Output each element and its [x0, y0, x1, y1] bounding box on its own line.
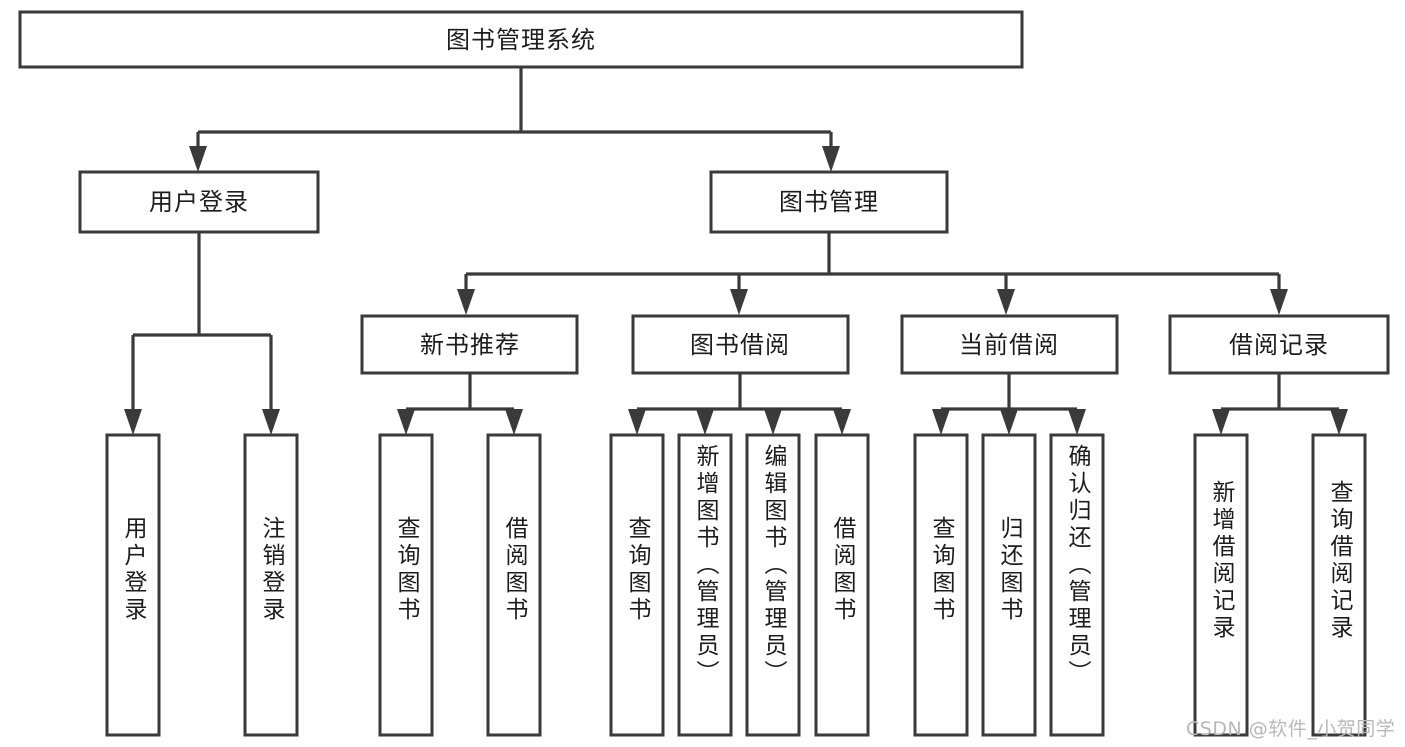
arrow-to-leaf-confirm-return — [1068, 409, 1086, 435]
arrow-to-leaf-borrow-book-b — [833, 409, 851, 435]
arrow-to-leaf-user-login — [124, 409, 142, 435]
node-book-management[interactable] — [709, 170, 949, 234]
node-root[interactable] — [18, 10, 1024, 69]
arrow-to-leaf-edit-book — [764, 409, 782, 435]
leaf-box-borrow-book-a[interactable] — [486, 433, 542, 737]
leaf-box-query-book-b[interactable] — [609, 433, 665, 737]
node-book-borrow-label: 图书借阅 — [690, 331, 790, 359]
leaf-box-add-record[interactable] — [1193, 433, 1249, 737]
arrow-to-new-book-recommend — [457, 289, 475, 315]
arrow-to-user-login — [189, 146, 207, 172]
node-new-book-recommend-label: 新书推荐 — [420, 331, 520, 359]
node-borrow-records-label: 借阅记录 — [1229, 331, 1329, 359]
arrow-to-leaf-query-book-b — [628, 409, 646, 435]
node-borrow-records[interactable] — [1168, 314, 1390, 375]
leaf-box-confirm-return[interactable] — [1049, 433, 1105, 737]
node-book-borrow[interactable] — [631, 314, 850, 375]
node-current-borrow[interactable] — [900, 314, 1119, 375]
leaf-box-borrow-book-b[interactable] — [814, 433, 870, 737]
arrow-to-leaf-logout — [262, 409, 280, 435]
node-book-management-label: 图书管理 — [779, 188, 879, 216]
leaf-box-query-book-a[interactable] — [378, 433, 434, 737]
arrow-to-leaf-add-record — [1212, 409, 1230, 435]
arrow-to-leaf-add-book — [696, 409, 714, 435]
arrow-to-leaf-query-book-a — [397, 409, 415, 435]
node-user-login-label: 用户登录 — [149, 188, 249, 216]
arrow-to-leaf-query-book-c — [932, 409, 950, 435]
arrow-to-book-mgmt — [822, 146, 840, 172]
leaf-box-query-book-c[interactable] — [913, 433, 969, 737]
arrow-to-book-borrow — [730, 289, 748, 315]
leaf-box-user-login[interactable] — [105, 433, 161, 737]
watermark-text: CSDN @软件_小贺同学 — [1186, 718, 1396, 740]
arrow-to-leaf-query-record — [1330, 409, 1348, 435]
leaf-box-query-record[interactable] — [1311, 433, 1367, 737]
leaf-box-edit-book[interactable] — [745, 433, 801, 737]
leaf-box-return-book[interactable] — [981, 433, 1037, 737]
arrow-to-leaf-return-book — [1000, 409, 1018, 435]
arrow-to-leaf-borrow-book-a — [505, 409, 523, 435]
leaf-box-add-book[interactable] — [677, 433, 733, 737]
node-current-borrow-label: 当前借阅 — [959, 331, 1059, 359]
arrow-to-current-borrow — [997, 289, 1015, 315]
node-new-book-recommend[interactable] — [360, 314, 579, 375]
node-root-label: 图书管理系统 — [446, 26, 596, 54]
leaf-box-logout[interactable] — [243, 433, 299, 737]
arrow-to-borrow-records — [1270, 289, 1288, 315]
